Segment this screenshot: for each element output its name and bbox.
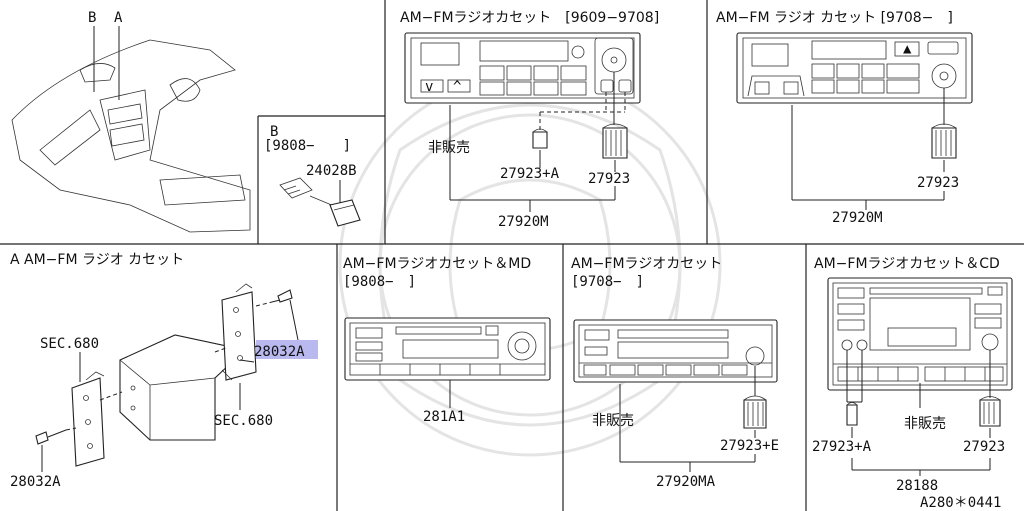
panel-1-title: AM−FMラジオカセット [9609−9708] — [400, 10, 659, 26]
panel-4-nonsale: 非販売 — [592, 413, 634, 429]
panel-3-assy: 281A1 — [423, 409, 465, 425]
diagram-code: A280＊0441 — [920, 495, 1001, 511]
panel-a: A AM−FM ラジオ カセット SEC.680 28032A S — [10, 252, 318, 490]
panel-5-part-b: 27923 — [963, 439, 1005, 455]
panel-3: AM−FMラジオカセット＆MD [9808− ] 281A1 — [343, 256, 551, 425]
panel-4-date: [9708− ] — [571, 274, 644, 290]
svg-text:▲: ▲ — [903, 41, 912, 57]
panel-4-assy: 27920MA — [656, 474, 716, 490]
panel-b-part-label: 24028B — [306, 163, 357, 179]
panel-5-part-a: 27923+A — [812, 439, 872, 455]
panel-a-screw-left: 28032A — [10, 474, 61, 490]
panel-1-part-b: 27923 — [588, 171, 630, 187]
panel-1-part-a: 27923+A — [500, 166, 560, 182]
overview-label-a: A — [114, 10, 123, 26]
panel-1-assy: 27920M — [498, 214, 549, 230]
panel-2-assy: 27920M — [832, 210, 883, 226]
radio-unit-4 — [573, 319, 778, 383]
radio-unit-cd — [827, 277, 1013, 391]
btn-up-glyph: ^ — [453, 79, 461, 95]
panel-3-date: [9808− ] — [343, 274, 416, 290]
panel-5-title: AM−FMラジオカセット＆CD — [814, 256, 1000, 272]
panel-3-title: AM−FMラジオカセット＆MD — [343, 256, 531, 272]
panel-4-part: 27923+E — [720, 438, 779, 454]
panel-1-nonsale: 非販売 — [428, 140, 470, 156]
radio-unit-2 — [736, 32, 973, 104]
panel-b: B [9808− ] 24028B — [264, 124, 361, 227]
highlight-box — [256, 340, 318, 359]
panel-5: AM−FMラジオカセット＆CD 27923+A 279 — [812, 256, 1013, 511]
panel-5-nonsale: 非販売 — [904, 416, 946, 432]
radio-unit-1 — [404, 32, 641, 104]
panel-2-title: AM−FM ラジオ カセット [9708− ] — [716, 10, 953, 26]
panel-4-title: AM−FMラジオカセット — [571, 256, 722, 272]
panel-a-sec-bottom: SEC.680 — [214, 413, 273, 429]
panel-b-date: [9808− ] — [264, 138, 351, 154]
panel-a-sec-top: SEC.680 — [40, 336, 99, 352]
btn-down-glyph: v — [425, 79, 433, 95]
panel-4: AM−FMラジオカセット [9708− ] 27923+E 非販売 27920M… — [571, 256, 779, 490]
panel-a-screw-right: 28032A — [254, 344, 305, 360]
panel-1: AM−FMラジオカセット [9609−9708] v ^ — [400, 10, 659, 230]
panel-2-part-b: 27923 — [917, 175, 959, 191]
panel-b-title: B — [270, 124, 278, 140]
overview-label-b: B — [88, 10, 96, 26]
panel-5-assy: 28188 — [896, 478, 938, 494]
panel-a-title: A AM−FM ラジオ カセット — [10, 252, 184, 268]
panel-2: AM−FM ラジオ カセット [9708− ] ▲ 27923 27920M — [716, 10, 973, 226]
dashboard-overview: B A — [11, 10, 251, 233]
